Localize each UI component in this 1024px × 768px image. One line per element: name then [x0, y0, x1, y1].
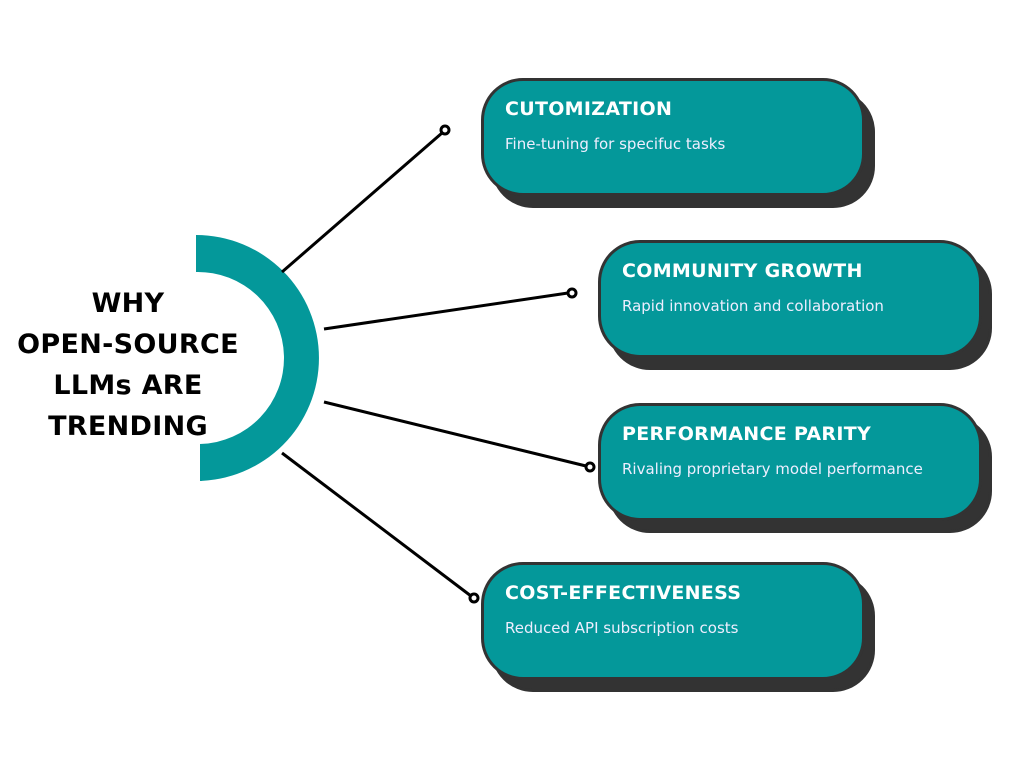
connector-dot-1: [439, 124, 451, 136]
card-heading: COMMUNITY GROWTH: [622, 260, 863, 282]
diagram-title: WHY OPEN-SOURCE LLMs ARE TRENDING: [8, 283, 248, 447]
card-face: CUTOMIZATION Fine-tuning for specifuc ta…: [481, 78, 865, 196]
card-description: Reduced API subscription costs: [505, 619, 739, 637]
connector-line-2: [323, 291, 569, 331]
card-community-growth: COMMUNITY GROWTH Rapid innovation and co…: [598, 240, 992, 370]
connector-line-4: [281, 451, 472, 598]
title-line: TRENDING: [48, 411, 208, 442]
card-customization: CUTOMIZATION Fine-tuning for specifuc ta…: [481, 78, 875, 208]
title-line: OPEN-SOURCE: [17, 329, 239, 360]
card-face: PERFORMANCE PARITY Rivaling proprietary …: [598, 403, 982, 521]
card-heading: CUTOMIZATION: [505, 98, 673, 120]
connector-line-1: [281, 131, 443, 274]
half-ring-arc: [196, 235, 319, 481]
card-face: COST-EFFECTIVENESS Reduced API subscript…: [481, 562, 865, 680]
title-line: WHY: [91, 288, 165, 319]
connector-dot-2: [566, 287, 578, 299]
title-line: LLMs ARE: [53, 370, 203, 401]
card-cost-effectiveness: COST-EFFECTIVENESS Reduced API subscript…: [481, 562, 875, 692]
connector-dot-3: [584, 461, 596, 473]
card-face: COMMUNITY GROWTH Rapid innovation and co…: [598, 240, 982, 358]
card-heading: COST-EFFECTIVENESS: [505, 582, 742, 604]
connector-line-3: [323, 400, 587, 468]
card-performance-parity: PERFORMANCE PARITY Rivaling proprietary …: [598, 403, 992, 533]
card-heading: PERFORMANCE PARITY: [622, 423, 872, 445]
card-description: Rapid innovation and collaboration: [622, 297, 884, 315]
card-description: Fine-tuning for specifuc tasks: [505, 135, 726, 153]
connector-dot-4: [468, 592, 480, 604]
card-description: Rivaling proprietary model performance: [622, 460, 923, 478]
